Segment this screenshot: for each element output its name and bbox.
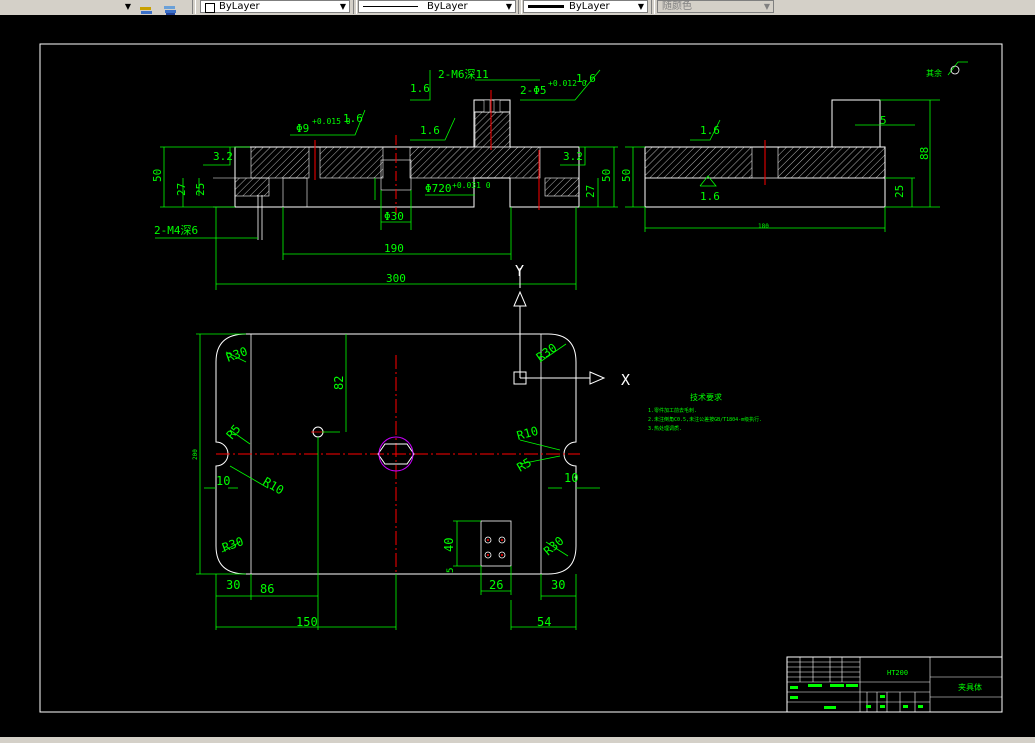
toolbar-separator <box>353 0 357 14</box>
r30-bottom-right: R30 <box>541 534 567 559</box>
phi20-label: Φ720 <box>425 182 452 195</box>
lineweight-preview <box>528 5 564 8</box>
color-control[interactable]: ByLayer ▼ <box>200 0 350 13</box>
dim-30-left: 30 <box>226 578 240 592</box>
layer-states-icon[interactable] <box>139 1 153 14</box>
hole-label: 2-Φ5 <box>520 84 547 97</box>
r10-right: R10 <box>515 424 540 443</box>
roughness-symbol-icon <box>950 65 960 75</box>
tech-req-line3: 3.热处理调质. <box>648 425 682 432</box>
side-dim-25: 25 <box>893 185 906 198</box>
section-view: 1.6 2-M6深11 2-Φ5 +0.012 0 1.6 Φ9 +0.015 … <box>151 68 618 290</box>
ucs-icon <box>513 268 606 385</box>
ra-center-label: 1.6 <box>420 124 440 137</box>
chevron-down-icon[interactable]: ▼ <box>505 2 513 11</box>
drawing-canvas[interactable]: 1.6 2-M6深11 2-Φ5 +0.012 0 1.6 Φ9 +0.015 … <box>0 15 1035 737</box>
phi30-label: Φ30 <box>384 210 404 223</box>
r10-left: R10 <box>261 474 287 497</box>
ra-right-label: 3.2 <box>563 150 583 163</box>
dim-190: 190 <box>384 242 404 255</box>
title-block-part-name: 夹具体 <box>958 682 982 692</box>
dim-5-small: 5 <box>446 568 456 573</box>
roughness-note: 其余 <box>926 68 942 78</box>
side-dim-bottom: 180 <box>758 223 769 230</box>
technical-requirements: 技术要求 1.零件加工前去毛刺. 2.未注倒角C0.5,未注公差按GB/T180… <box>648 392 762 432</box>
phi20-tolerance-label: +0.031 0 <box>452 181 491 190</box>
dim-200: 200 <box>192 449 199 460</box>
layer-previous-icon[interactable] <box>163 1 177 15</box>
linetype-preview <box>363 6 418 7</box>
layer-dropdown-arrow[interactable]: ▼ <box>124 2 132 11</box>
dim-40: 40 <box>442 538 456 552</box>
r30-bottom-left: R30 <box>220 534 245 555</box>
lineweight-control-value: ByLayer <box>569 1 610 12</box>
color-control-value: ByLayer <box>219 1 260 12</box>
dim-300: 300 <box>386 272 406 285</box>
r5-left: R5 <box>224 422 244 442</box>
ra-left-label: 3.2 <box>213 150 233 163</box>
linetype-control[interactable]: ByLayer ▼ <box>358 0 516 13</box>
ra-phi9-label: 1.6 <box>343 112 363 125</box>
toolbar-separator <box>192 0 196 14</box>
side-dim-5: 5 <box>880 114 887 127</box>
dim-86: 86 <box>260 582 274 596</box>
dim-150: 150 <box>296 615 318 629</box>
dim-27-right: 27 <box>584 185 597 198</box>
lineweight-control[interactable]: ByLayer ▼ <box>523 0 648 13</box>
tech-req-line1: 1.零件加工前去毛刺. <box>648 407 697 414</box>
plotstyle-control-value: 随颜色 <box>662 1 692 12</box>
plotstyle-control: 随颜色 ▼ <box>657 0 774 13</box>
drawing-border <box>39 43 1003 713</box>
ra-top-left-label: 1.6 <box>410 82 430 95</box>
phi9-tolerance-label: +0.015 0 <box>312 117 351 126</box>
phi9-label: Φ9 <box>296 122 309 135</box>
dim-10-right: 10 <box>564 471 578 485</box>
r30-top-left: R30 <box>224 344 249 365</box>
toolbar-separator <box>518 0 522 14</box>
title-block-material: HT200 <box>887 669 908 677</box>
cad-drawing: 1.6 2-M6深11 2-Φ5 +0.012 0 1.6 Φ9 +0.015 … <box>39 43 1003 713</box>
side-ra-top: 1.6 <box>700 124 720 137</box>
dim-26: 26 <box>489 578 503 592</box>
toolbar-separator <box>651 0 655 14</box>
dim-50-left: 50 <box>151 169 164 182</box>
dim-54: 54 <box>537 615 551 629</box>
linetype-control-value: ByLayer <box>427 1 468 12</box>
side-dim-88: 88 <box>918 147 931 160</box>
chevron-down-icon[interactable]: ▼ <box>339 2 347 11</box>
side-ra-bottom: 1.6 <box>700 190 720 203</box>
ucs-x-label: X <box>621 371 630 389</box>
tech-req-title: 技术要求 <box>690 392 722 402</box>
ucs-y-label: Y <box>515 262 524 280</box>
color-swatch-icon <box>205 3 215 13</box>
side-dim-50: 50 <box>620 169 633 182</box>
dim-25-left: 25 <box>194 183 207 196</box>
m4-thread-label: 2-M4深6 <box>154 224 198 237</box>
dim-27-left: 27 <box>175 183 188 196</box>
title-block: HT200 夹具体 <box>786 656 1003 713</box>
chevron-down-icon[interactable]: ▼ <box>637 2 645 11</box>
tolerance-label: +0.012 0 <box>548 79 587 88</box>
side-view: 1.6 1.6 5 88 50 25 180 其余 <box>620 61 968 232</box>
dim-82: 82 <box>332 376 346 390</box>
dim-30-right: 30 <box>551 578 565 592</box>
r30-top-right: R30 <box>534 341 560 365</box>
properties-toolbar: ▼ ByLayer ▼ ByLayer ▼ ByLayer ▼ 随颜色 ▼ <box>0 0 1035 16</box>
ra-top-right-label: 1.6 <box>576 72 596 85</box>
status-strip <box>0 737 1035 743</box>
chevron-down-icon: ▼ <box>763 2 771 11</box>
thread-label: 2-M6深11 <box>438 68 489 81</box>
r5-right: R5 <box>515 455 535 474</box>
dim-10-left: 10 <box>216 474 230 488</box>
tech-req-line2: 2.未注倒角C0.5,未注公差按GB/T1804-m级执行. <box>648 416 762 423</box>
dim-50-right: 50 <box>600 169 613 182</box>
